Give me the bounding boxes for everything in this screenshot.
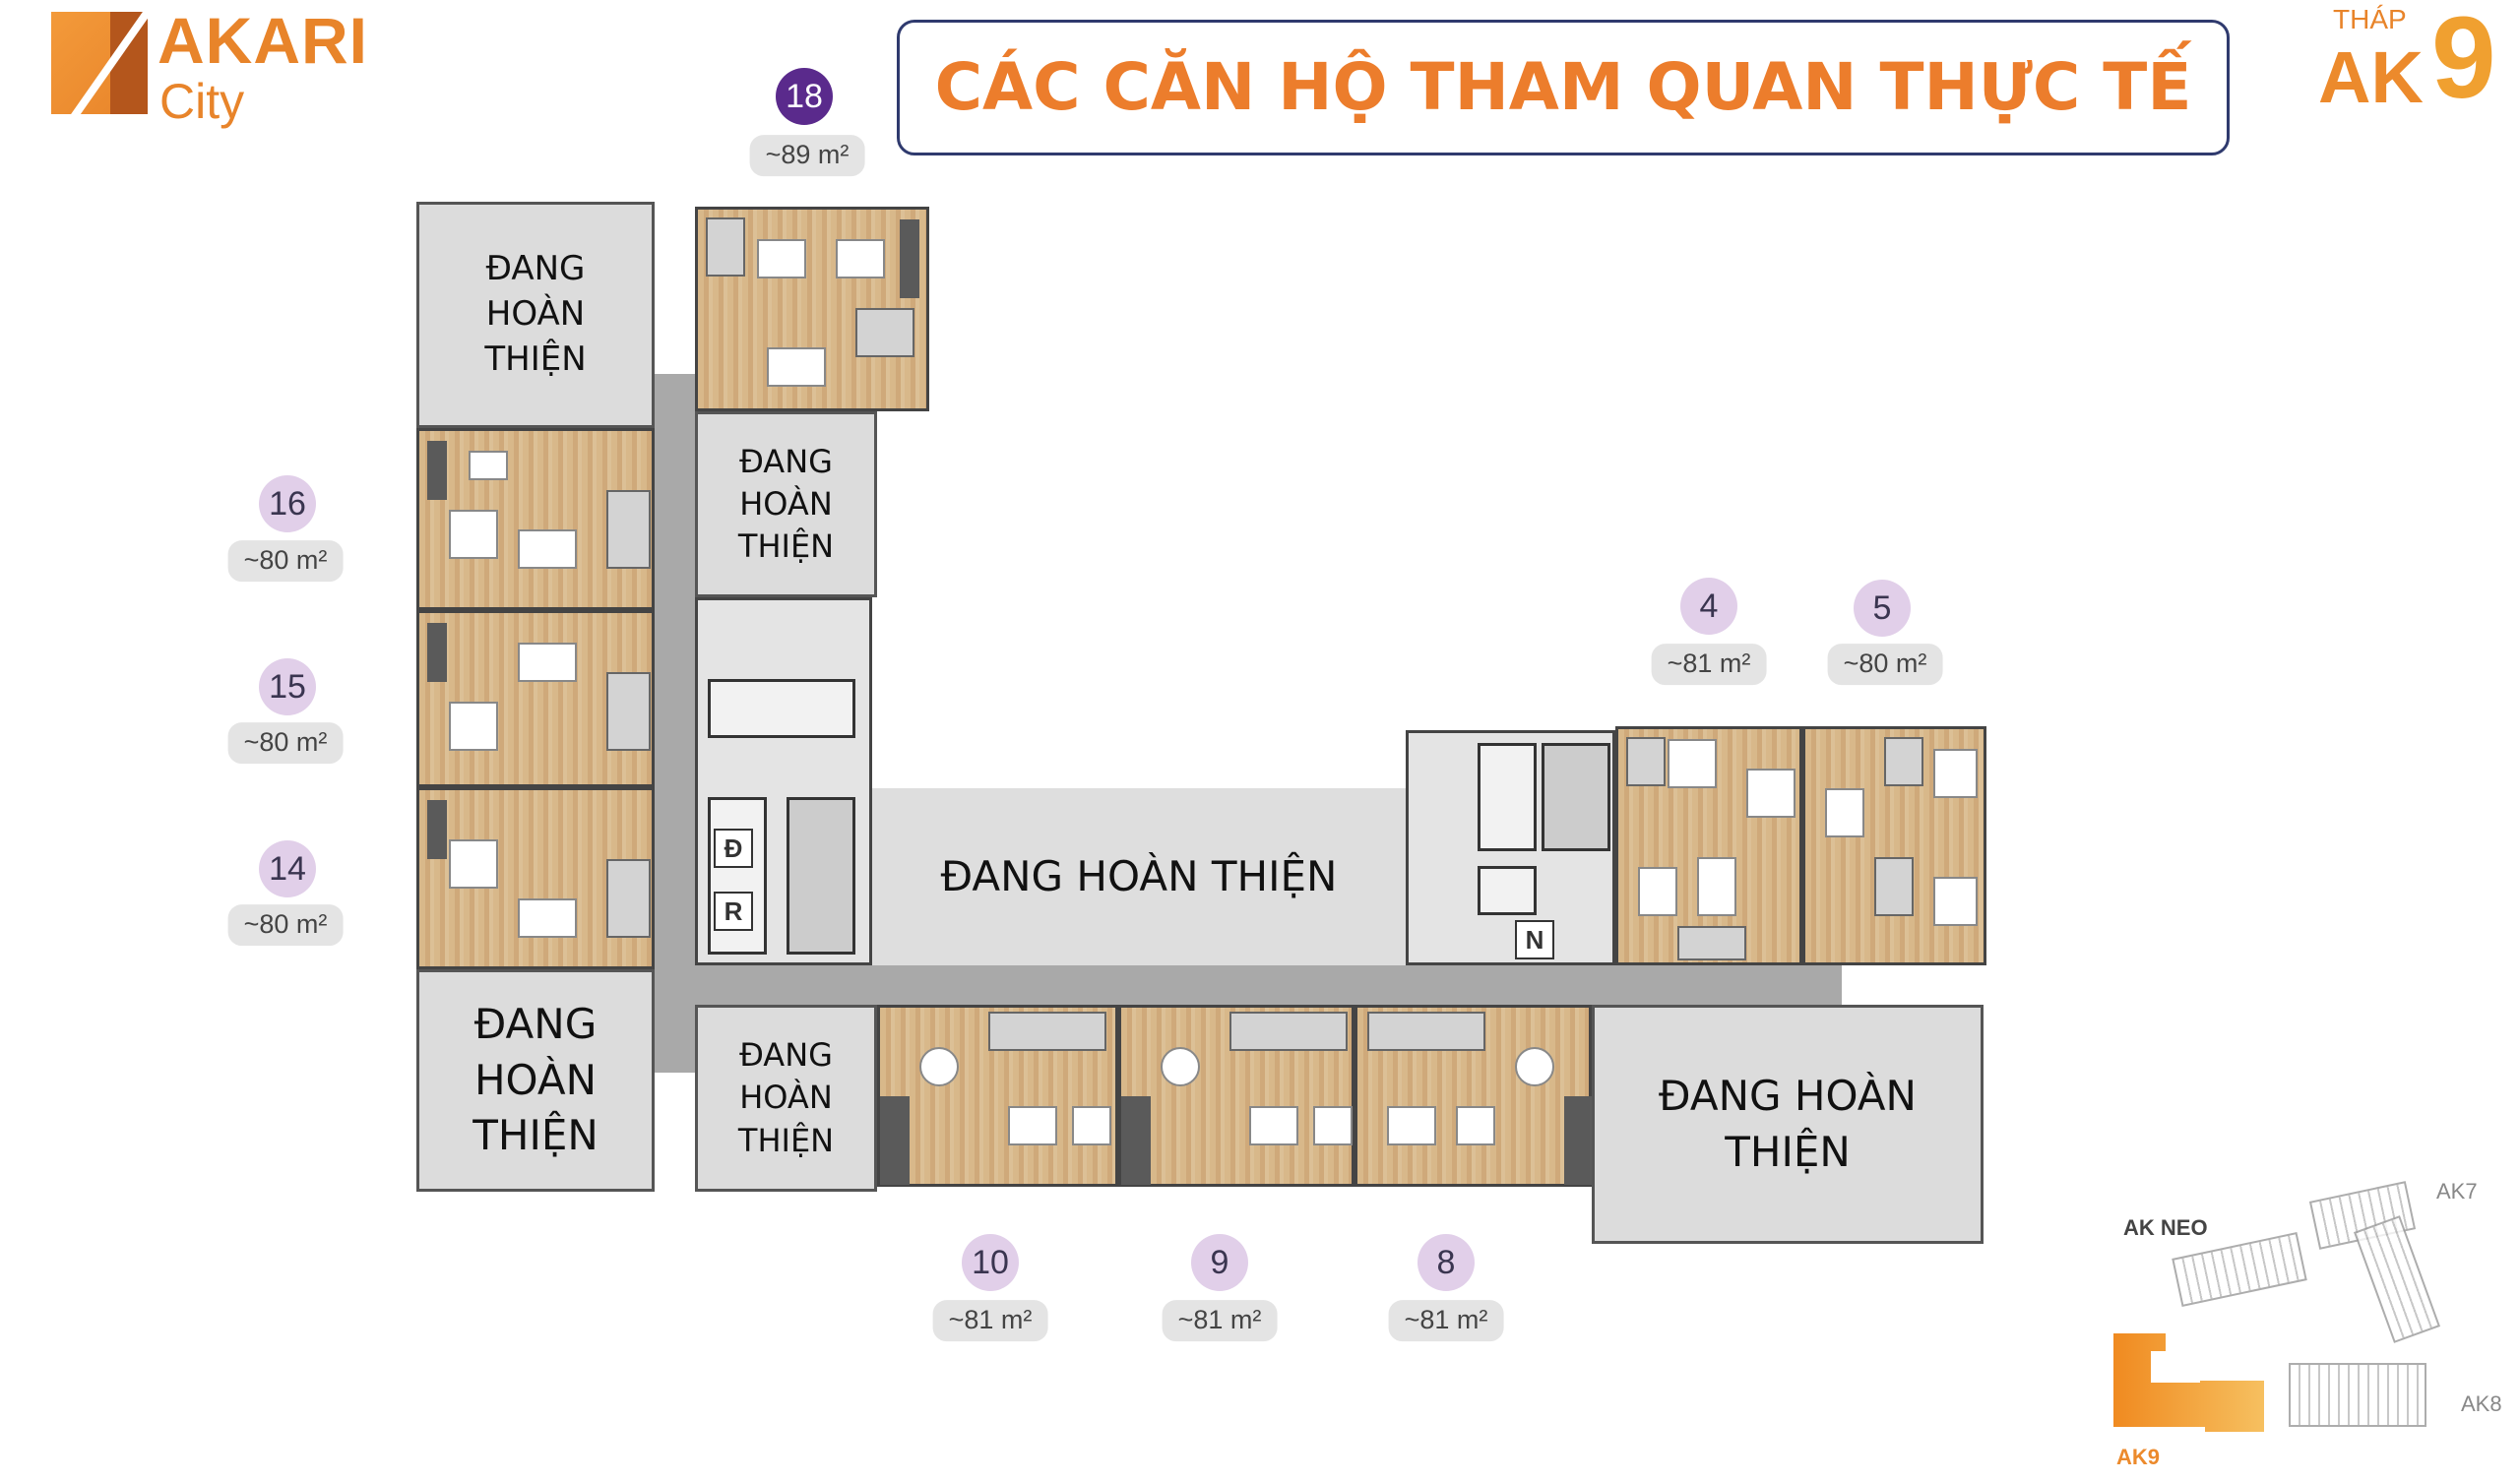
unit-18-plan[interactable] (695, 207, 929, 411)
title-box: CÁC CĂN HỘ THAM QUAN THỰC TẾ (897, 20, 2230, 155)
core-label-d: Đ (714, 829, 753, 868)
unit-area-10: ~81 m² (932, 1300, 1048, 1341)
block-in-progress: ĐANG HOÀN THIỆN (416, 969, 655, 1192)
unit-9-plan[interactable] (1118, 1005, 1354, 1187)
block-in-progress: ĐANG HOÀN THIỆN (695, 411, 877, 597)
unit-area-16: ~80 m² (227, 540, 344, 582)
unit-14-plan[interactable] (416, 787, 655, 969)
block-label: ĐANG HOÀN THIỆN (737, 1036, 835, 1159)
minimap-ak-neo: AK NEO (2123, 1215, 2208, 1240)
tower-prefix: THÁP (2333, 4, 2407, 34)
block-label: ĐANG HOÀN THIỆN (1659, 1071, 1917, 1176)
minimap-ak7-plan (2353, 1215, 2441, 1343)
logo-brand: AKARI (158, 4, 368, 77)
minimap-ak8-plan (2289, 1363, 2426, 1427)
block-in-progress: ĐANG HOÀN THIỆN (416, 202, 655, 428)
block-label: ĐANG HOÀN THIỆN (484, 249, 587, 379)
unit-area-15: ~80 m² (227, 722, 344, 764)
minimap-ak9-shape (2113, 1333, 2264, 1432)
block-in-progress: ĐANG HOÀN THIỆN (695, 1005, 877, 1192)
tower-name: AK (2318, 36, 2424, 118)
unit-badge-5[interactable]: 5 (1854, 580, 1911, 637)
unit-area-4: ~81 m² (1651, 644, 1767, 685)
minimap-ak-neo-plan (2172, 1232, 2307, 1307)
unit-area-14: ~80 m² (227, 904, 344, 946)
unit-area-18: ~89 m² (749, 135, 865, 176)
unit-badge-8[interactable]: 8 (1418, 1234, 1475, 1291)
page-title: CÁC CĂN HỘ THAM QUAN THỰC TẾ (934, 49, 2192, 125)
block-label: ĐANG HOÀN THIỆN (737, 442, 835, 566)
unit-4-plan[interactable] (1615, 726, 1802, 965)
unit-badge-15[interactable]: 15 (259, 658, 316, 715)
tower-number: 9 (2431, 0, 2496, 123)
unit-area-8: ~81 m² (1388, 1300, 1504, 1341)
block-in-progress: ĐANG HOÀN THIỆN (1592, 1005, 1984, 1244)
logo-sub: City (159, 74, 245, 129)
unit-area-9: ~81 m² (1162, 1300, 1278, 1341)
unit-10-plan[interactable] (877, 1005, 1118, 1187)
minimap-ak8: AK8 (2461, 1391, 2502, 1416)
unit-badge-4[interactable]: 4 (1680, 578, 1737, 635)
unit-badge-9[interactable]: 9 (1191, 1234, 1248, 1291)
corridor-horizontal (695, 965, 1842, 1005)
unit-badge-16[interactable]: 16 (259, 475, 316, 532)
unit-8-plan[interactable] (1354, 1005, 1594, 1187)
stair-lift-core: Đ R (695, 597, 872, 965)
unit-5-plan[interactable] (1802, 726, 1986, 965)
unit-badge-18[interactable]: 18 (776, 68, 833, 125)
unit-16-plan[interactable] (416, 428, 655, 610)
corridor-vertical (655, 374, 695, 1073)
block-label: ĐANG HOÀN THIỆN (940, 851, 1338, 900)
core-label-n: N (1515, 920, 1554, 959)
block-in-progress: ĐANG HOÀN THIỆN (872, 788, 1406, 965)
unit-badge-10[interactable]: 10 (962, 1234, 1019, 1291)
stair-lift-core-right: N (1406, 730, 1615, 965)
core-label-r: R (714, 892, 753, 931)
minimap-ak7: AK7 (2436, 1179, 2478, 1204)
akari-logo-icon (51, 12, 148, 114)
minimap-ak9: AK9 (2116, 1445, 2161, 1469)
unit-area-5: ~80 m² (1827, 644, 1943, 685)
block-label: ĐANG HOÀN THIỆN (472, 999, 598, 1160)
unit-15-plan[interactable] (416, 610, 655, 787)
unit-badge-14[interactable]: 14 (259, 840, 316, 897)
